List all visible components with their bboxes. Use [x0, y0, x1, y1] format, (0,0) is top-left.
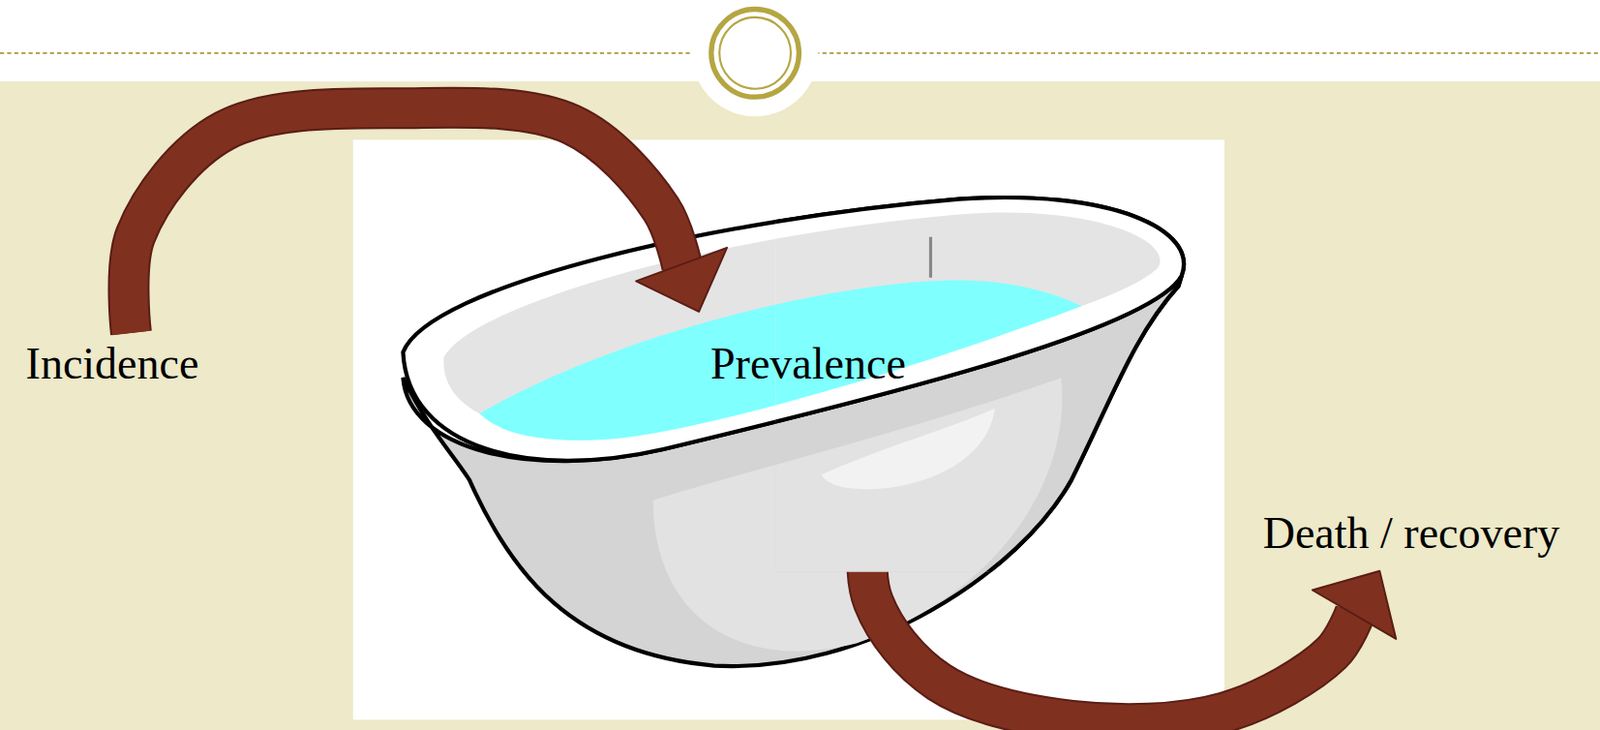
- header-rule: [808, 52, 1600, 55]
- ornament-ring: [719, 17, 791, 90]
- node-label: Prevalence: [710, 338, 906, 391]
- header-rule: [0, 52, 704, 55]
- tub-overlay-copy: [775, 197, 1184, 573]
- slide-ground: [0, 81, 1600, 730]
- arrow-outline: [128, 107, 683, 333]
- node-label: Death / recovery: [1263, 508, 1561, 560]
- water-region: Prevalence: [698, 311, 918, 418]
- node-label: Incidence: [26, 338, 200, 391]
- arrow-shaft: [128, 107, 683, 333]
- ornament-backing: [692, 0, 819, 117]
- plain-label-node: Death / recovery: [1255, 496, 1569, 572]
- arrow-head: [635, 247, 727, 312]
- arrow-head: [1312, 571, 1396, 639]
- picture-frame: [353, 139, 1225, 720]
- bathtub-drawing: [402, 197, 1184, 666]
- ornament-ring: [711, 8, 800, 97]
- plain-label-node: Incidence: [18, 332, 208, 396]
- flow-arrow: [128, 107, 727, 333]
